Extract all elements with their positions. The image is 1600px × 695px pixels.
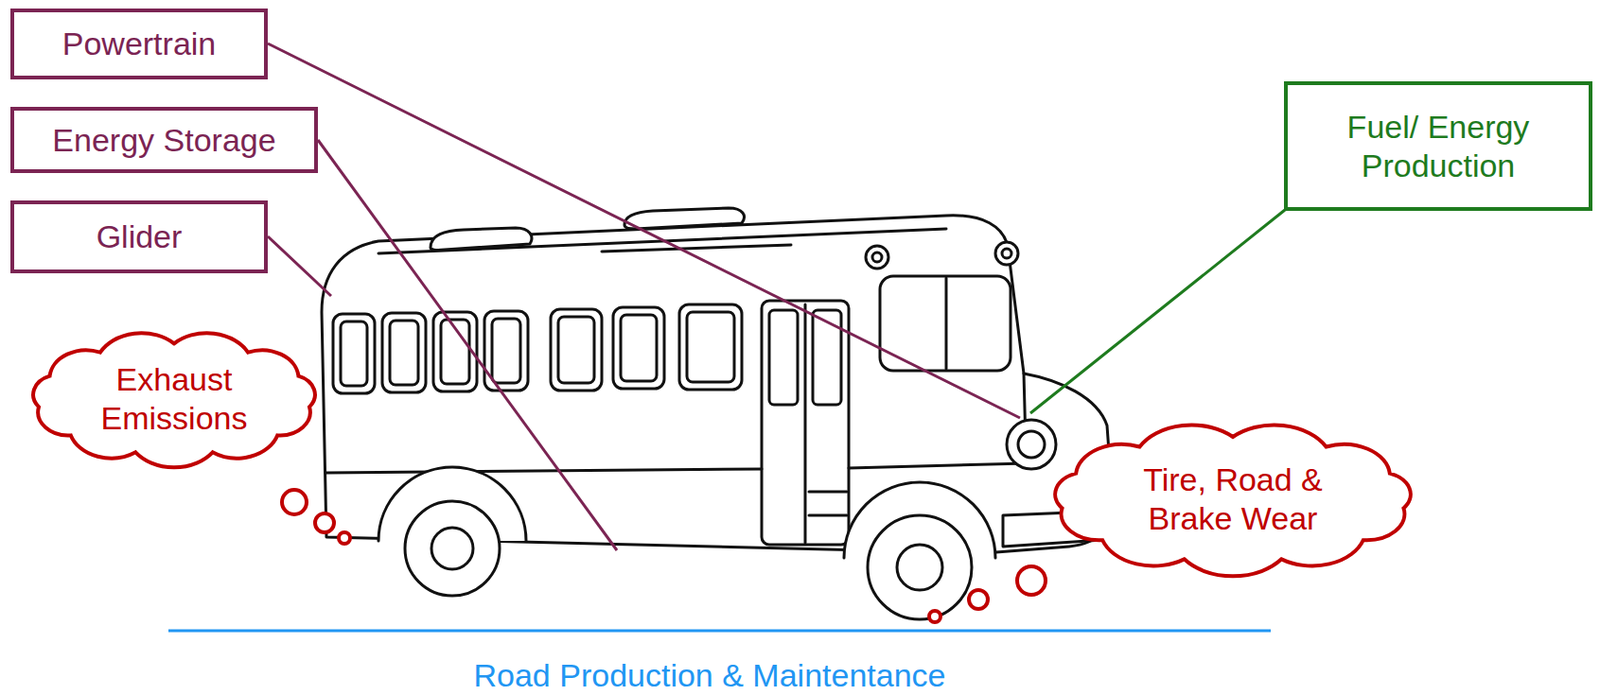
bus-window-inner [558, 316, 595, 384]
node-text: Tire, Road & Brake Wear [1119, 460, 1347, 539]
wear-bubble [1017, 566, 1046, 596]
wheel-hub [431, 527, 474, 570]
marker-light [1002, 248, 1012, 259]
bus-window-inner [686, 312, 735, 383]
headlight [1018, 431, 1045, 458]
wear-bubble [929, 611, 941, 623]
emission-cloud: Exhaust Emissions [11, 323, 337, 475]
component-box: Energy Storage [10, 106, 318, 174]
bus-window [333, 314, 375, 394]
bus-window [550, 309, 602, 391]
node-text: Fuel/ Energy Production [1315, 107, 1562, 186]
leader-lines [267, 43, 1020, 551]
wheel-hub [896, 545, 943, 591]
energy-box: Fuel/ Energy Production [1283, 81, 1593, 211]
bus-window-inner [492, 318, 521, 384]
marker-light [865, 246, 889, 269]
node-text: Powertrain [16, 24, 263, 64]
cloud-shape [1054, 424, 1411, 577]
door-split [804, 304, 808, 544]
bus-window [679, 304, 742, 390]
node-text: Exhaust Emissions [79, 360, 269, 439]
bus-window-inner [340, 321, 368, 387]
bus-door [761, 300, 849, 546]
node-text: Glider [16, 217, 263, 257]
road-label: Road Production & Maintentance [425, 656, 994, 695]
leader-line [1030, 210, 1285, 414]
leader-line [317, 140, 617, 551]
marker-light [995, 242, 1019, 265]
component-box: Powertrain [10, 8, 268, 80]
node-text: Energy Storage [15, 121, 314, 160]
leader-line [267, 236, 332, 297]
front-wheel [867, 515, 972, 620]
roof-stripe [601, 245, 792, 252]
bus-window-inner [389, 320, 419, 386]
door-step [808, 492, 847, 516]
wear-bubble [968, 590, 988, 610]
component-box: Glider [10, 200, 268, 274]
exhaust-bubble [338, 532, 351, 545]
bus-window-inner [620, 315, 657, 382]
cloud-shape [33, 333, 316, 468]
bus-window [382, 313, 426, 393]
rear-wheel [404, 501, 500, 597]
emission-cloud: Tire, Road & Brake Wear [1027, 414, 1439, 585]
exhaust-bubble [281, 490, 307, 515]
headlight [1006, 420, 1056, 470]
marker-light [872, 252, 882, 263]
bubble-group [281, 490, 1046, 623]
exhaust-bubble [315, 513, 335, 533]
road-line [168, 630, 1271, 633]
door-pane [812, 310, 842, 405]
windshield-split [945, 278, 949, 370]
roof-hatch [430, 228, 532, 250]
leader-line [267, 43, 1020, 419]
roof-hatch [624, 208, 744, 229]
cloud-outline [1027, 414, 1439, 585]
bus-window [433, 312, 477, 392]
door-pane [769, 310, 798, 405]
cloud-outline [11, 323, 337, 475]
bus-window [613, 307, 665, 389]
